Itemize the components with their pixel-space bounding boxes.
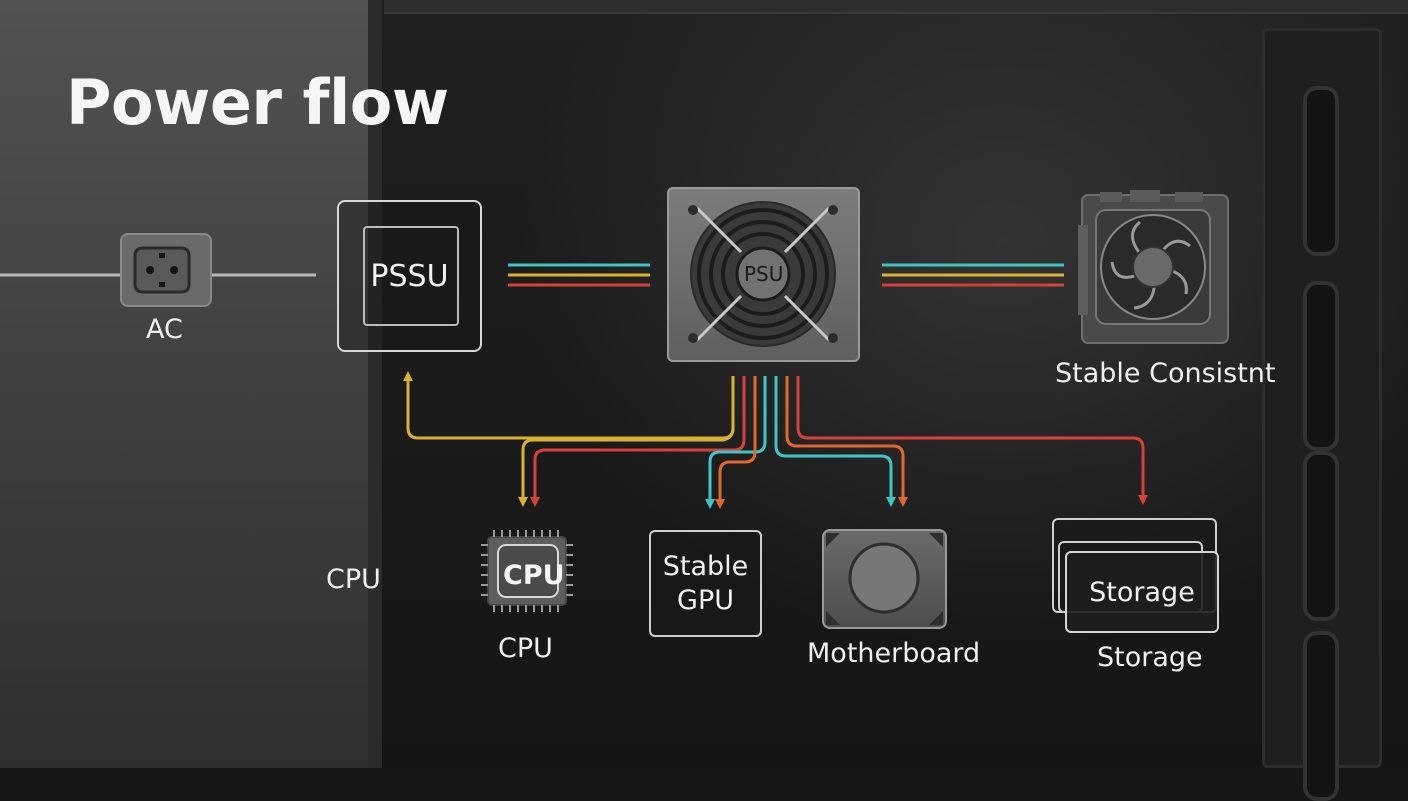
gpu-label-line1: Stable — [662, 550, 749, 582]
rails-psu-to-stable — [882, 263, 1064, 287]
pc-case-background — [368, 0, 1408, 768]
line-to-motherboard-teal — [774, 376, 896, 507]
line-to-storage — [796, 376, 1148, 505]
expansion-slot-rail — [1262, 28, 1382, 801]
cpu-label: CPU — [498, 633, 553, 664]
gpu-box: Stable GPU — [649, 530, 762, 637]
line-to-gpu-teal — [705, 376, 767, 509]
storage-label: Storage — [1097, 642, 1203, 673]
ac-outlet-box — [120, 233, 212, 307]
pc-case-top-edge — [384, 0, 1408, 14]
line-to-pssu — [403, 371, 735, 440]
gpu-label-line2: GPU — [677, 584, 734, 616]
cpu-side-label: CPU — [326, 564, 381, 595]
motherboard-box — [822, 529, 947, 629]
psu-fan-label: PSU — [744, 262, 784, 286]
cpu-chip-icon — [481, 530, 573, 612]
pssu-module — [363, 226, 459, 326]
storage-box: Storage — [1065, 551, 1219, 633]
line-to-gpu-orange — [715, 376, 757, 509]
slot-cutout — [1303, 86, 1339, 256]
cpu-chip-label: CPU — [503, 560, 565, 591]
stable-consistent-label: Stable Consistnt — [1055, 358, 1276, 389]
line-to-cpu-red — [530, 376, 746, 507]
distribution-lines — [403, 371, 1148, 509]
line-to-motherboard-orange — [785, 376, 908, 507]
left-panel — [0, 0, 368, 768]
ac-label: AC — [146, 314, 183, 345]
storage-box-label: Storage — [1089, 576, 1195, 608]
line-to-cpu-yellow — [518, 376, 735, 507]
pssu-box: PSSU — [337, 200, 482, 352]
page-title: Power flow — [66, 66, 449, 139]
pssu-label: PSSU — [370, 258, 449, 294]
cooler-board-icon — [1078, 190, 1229, 344]
motherboard-label: Motherboard — [807, 638, 981, 669]
slot-cutout — [1303, 281, 1339, 451]
slot-cutout — [1303, 451, 1339, 621]
rails-pssu-to-psu — [508, 263, 650, 287]
